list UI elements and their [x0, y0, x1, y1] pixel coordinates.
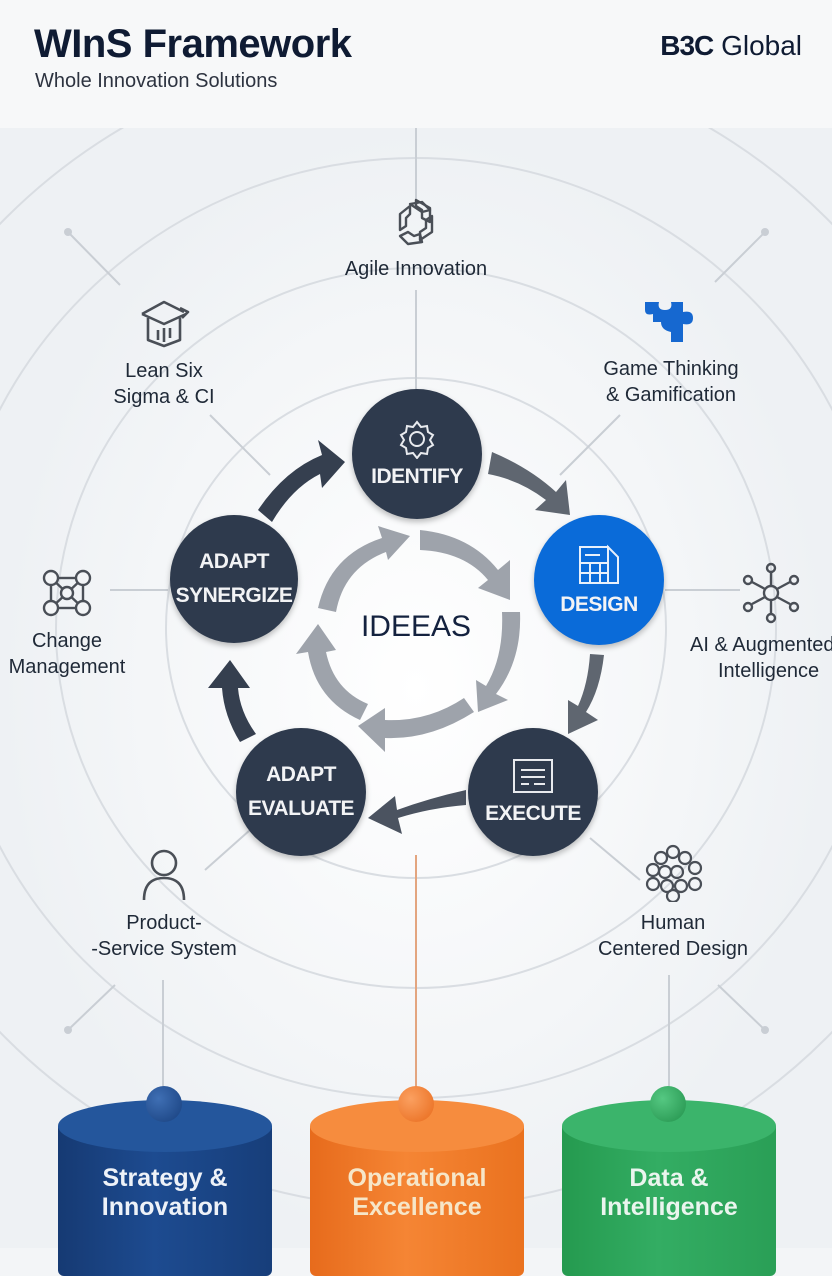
satellite-label: Intelligence — [718, 660, 820, 682]
pillar-strategy-innovation[interactable]: Strategy &Innovation — [58, 1086, 272, 1276]
gear-icon — [399, 420, 435, 459]
pillar-label: Data &Intelligence — [600, 1164, 738, 1221]
puzzle-icon — [645, 302, 693, 342]
header: WInS Framework Whole Innovation Solution… — [0, 0, 832, 128]
satellite-lean-six-sigma[interactable]: Lean Six Sigma & CI — [84, 296, 244, 410]
brand-logo: B3C Global — [660, 30, 802, 62]
node-identify[interactable]: IDENTIFY — [352, 389, 482, 519]
connector-lines — [67, 128, 766, 1090]
inner-cycle-arrows — [296, 526, 521, 752]
satellite-game-thinking[interactable]: Game Thinking & Gamification — [580, 296, 762, 408]
satellite-label: Human — [640, 912, 706, 934]
satellite-label: AI & Augmented — [690, 634, 832, 656]
node-label-line1: ADAPT — [199, 550, 269, 573]
node-evaluate[interactable]: ADAPT EVALUATE — [236, 728, 366, 856]
pillar-knob — [146, 1086, 182, 1122]
node-synergize[interactable]: ADAPT SYNERGIZE — [170, 515, 298, 643]
node-label-line1: ADAPT — [266, 763, 336, 786]
node-label: SYNERGIZE — [175, 584, 293, 607]
page-subtitle: Whole Innovation Solutions — [35, 70, 278, 92]
node-label: DESIGN — [560, 593, 638, 616]
satellite-agile-innovation[interactable]: Agile Innovation — [316, 196, 516, 282]
brand-light: Global — [721, 30, 802, 61]
node-execute[interactable]: EXECUTE — [468, 728, 598, 856]
satellite-change-management[interactable]: Change Management — [0, 566, 134, 680]
box-chart-icon — [141, 300, 190, 348]
document-icon — [513, 759, 553, 793]
brand-bold: B3C — [660, 30, 714, 61]
satellite-label: Change — [31, 630, 103, 652]
diagram-background — [0, 128, 832, 1248]
satellite-label: Game Thinking — [603, 358, 739, 380]
node-label: EXECUTE — [485, 802, 581, 825]
pillar-knob — [398, 1086, 434, 1122]
layout-grid-icon — [579, 544, 619, 584]
knot-icon — [398, 198, 434, 246]
node-label: IDENTIFY — [371, 465, 463, 488]
satellite-ai-augmented[interactable]: AI & Augmented Intelligence — [686, 562, 832, 684]
outer-cycle-arrows — [208, 440, 604, 834]
pillar-data-intelligence[interactable]: Data &Intelligence — [562, 1086, 776, 1276]
satellite-product-service-system[interactable]: Product- -Service System — [74, 846, 254, 962]
molecule-icon — [645, 844, 703, 902]
satellite-label: Product- — [126, 912, 202, 934]
satellite-label: Centered Design — [597, 938, 749, 960]
satellite-label: -Service System — [91, 938, 237, 960]
satellite-label: Management — [8, 656, 126, 678]
satellite-label: Sigma & CI — [113, 386, 215, 408]
page-title: WInS Framework — [34, 22, 352, 66]
satellite-label: Lean Six — [125, 360, 203, 382]
hub-nodes-icon — [742, 562, 800, 624]
pillar-label: Strategy &Innovation — [101, 1164, 229, 1221]
network-square-icon — [42, 569, 92, 617]
core-label: IDEEAS — [360, 610, 472, 643]
satellite-label: & Gamification — [605, 384, 737, 406]
pillar-knob — [650, 1086, 686, 1122]
satellite-label: Agile Innovation — [344, 258, 488, 280]
node-label: EVALUATE — [247, 797, 355, 820]
node-design[interactable]: DESIGN — [534, 515, 664, 645]
person-icon — [142, 849, 186, 901]
satellite-human-centered-design[interactable]: Human Centered Design — [580, 844, 766, 962]
